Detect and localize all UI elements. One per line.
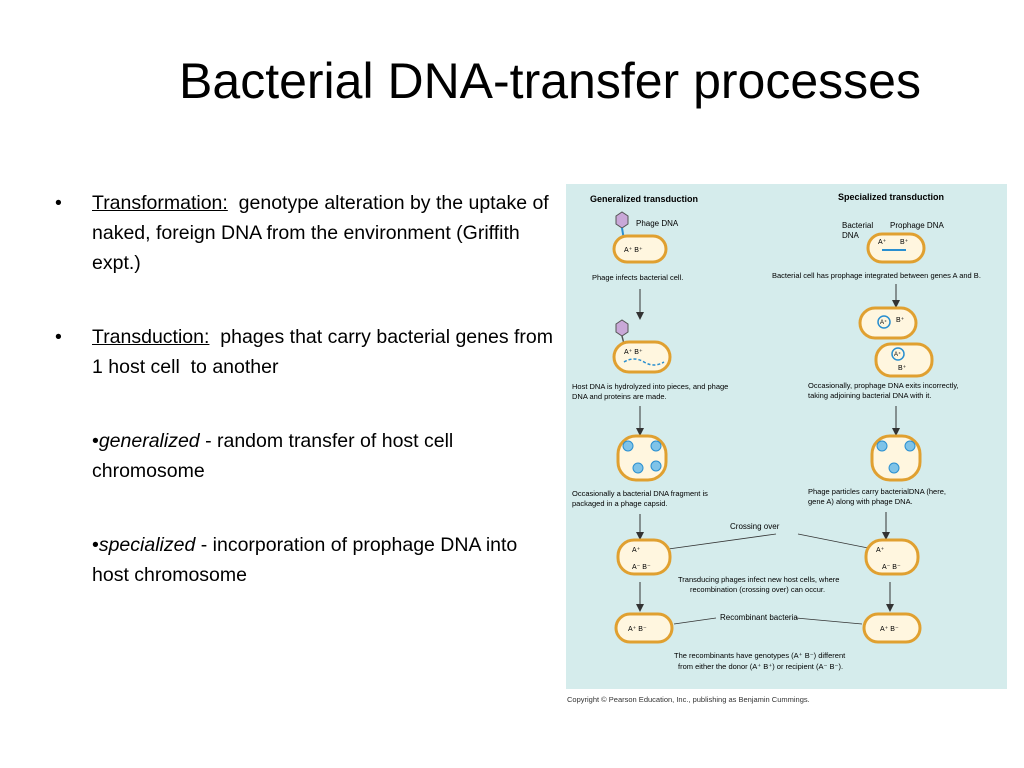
left-caption-2: Host DNA is hydrolyzed into pieces, and … [572,382,728,391]
bacterial-dna-label: Bacterial [842,221,873,230]
right-cell-4: A⁺ A⁻ B⁻ [864,538,920,576]
left-caption-5: packaged in a phage capsid. [572,499,668,508]
gene-label: A⁺ [632,547,641,554]
gene-label: A⁺ [876,547,885,554]
bullet-marker: • [55,192,62,214]
transformation-term: Transformation: [92,192,228,214]
crossing-over-label: Crossing over [730,522,780,531]
right-caption-2: Occasionally, prophage DNA exits incorre… [808,381,959,390]
right-recombinant-cell: A⁺ B⁻ [862,612,922,644]
transduction-figure: Generalized transduction Specialized tra… [566,184,1007,689]
prophage-dna-label: Prophage DNA [890,221,944,230]
bullet-transduction: • Transduction: phages that carry bacter… [55,322,555,382]
slide-title: Bacterial DNA-transfer processes [179,53,921,109]
specialized-text: - incorporation of prophage DNA into hos… [92,534,518,586]
gene-label: A⁺ B⁺ [624,247,643,254]
recombinant-line [795,617,863,625]
transducing-caption-1: Transducing phages infect new host cells… [678,575,839,584]
gene-label: A⁺ [880,319,887,326]
phage-dna-label: Phage DNA [636,219,679,228]
left-caption-4: Occasionally a bacterial DNA fragment is [572,489,708,498]
right-cell-2: A⁺ B⁺ [858,306,918,340]
recombinants-caption-1: The recombinants have genotypes (A⁺ B⁻) … [674,651,846,660]
recombinant-line [673,617,717,625]
transducing-caption-2: recombination (crossing over) can occur. [690,585,825,594]
specialized-heading: Specialized transduction [838,192,944,202]
gene-label: A⁺ [894,351,901,358]
left-cell-4: A⁺ A⁻ B⁻ [616,538,672,576]
gene-label: A⁺ [878,239,887,246]
specialized-prefix: • [92,534,99,556]
left-burst-cell [616,434,668,482]
specialized-item: •specialized - incorporation of prophage… [55,530,555,590]
transduction-text: phages that carry bacterial genes from 1… [92,326,559,378]
generalized-heading: Generalized transduction [590,194,698,204]
transduction-diagram: Generalized transduction Specialized tra… [572,192,981,671]
bullet-marker: • [55,326,62,348]
generalized-text: - random transfer of host cell chromosom… [92,430,454,482]
crossing-line [653,533,777,552]
gene-label: A⁻ B⁻ [632,564,651,571]
gene-label: B⁺ [896,317,905,324]
gene-label: A⁺ B⁻ [628,626,647,633]
right-cell-3: A⁺ B⁺ [874,342,934,378]
gene-label: A⁺ B⁺ [624,349,643,356]
bullet-list: • Transformation: genotype alteration by… [55,188,555,590]
right-caption-3: taking adjoining bacterial DNA with it. [808,391,931,400]
transformation-text: genotype alteration by the uptake of nak… [92,192,555,274]
bacterial-dna-label-2: DNA [842,231,860,240]
recombinants-caption-2: from either the donor (A⁺ B⁺) or recipie… [678,662,843,671]
left-recombinant-cell: A⁺ B⁻ [614,612,674,644]
transduction-term: Transduction: [92,326,210,348]
copyright-notice: Copyright © Pearson Education, Inc., pub… [567,695,810,704]
right-caption-4: Phage particles carry bacterialDNA (here… [808,487,946,496]
left-cell-2: A⁺ B⁺ [612,340,672,374]
generalized-term: generalized [98,430,200,452]
gene-label: B⁺ [900,239,909,246]
right-caption-1: Bacterial cell has prophage integrated b… [772,271,981,280]
left-caption-3: DNA and proteins are made. [572,392,667,401]
generalized-prefix: • [92,430,99,452]
left-caption-1: Phage infects bacterial cell. [592,273,683,282]
gene-label: A⁻ B⁻ [882,564,901,571]
left-cell-1: A⁺ B⁺ [612,234,668,264]
gene-label: A⁺ B⁻ [880,626,899,633]
recombinant-bacteria-label: Recombinant bacteria [720,613,798,622]
bullet-transformation: • Transformation: genotype alteration by… [55,188,555,278]
right-cell-1: A⁺ B⁺ [866,232,926,264]
right-burst-cell [870,434,922,482]
generalized-item: •generalized - random transfer of host c… [55,426,555,486]
specialized-term: specialized [98,534,196,556]
left-phage-2 [615,319,629,345]
right-caption-5: gene A) along with phage DNA. [808,497,913,506]
gene-label: B⁺ [898,365,907,372]
